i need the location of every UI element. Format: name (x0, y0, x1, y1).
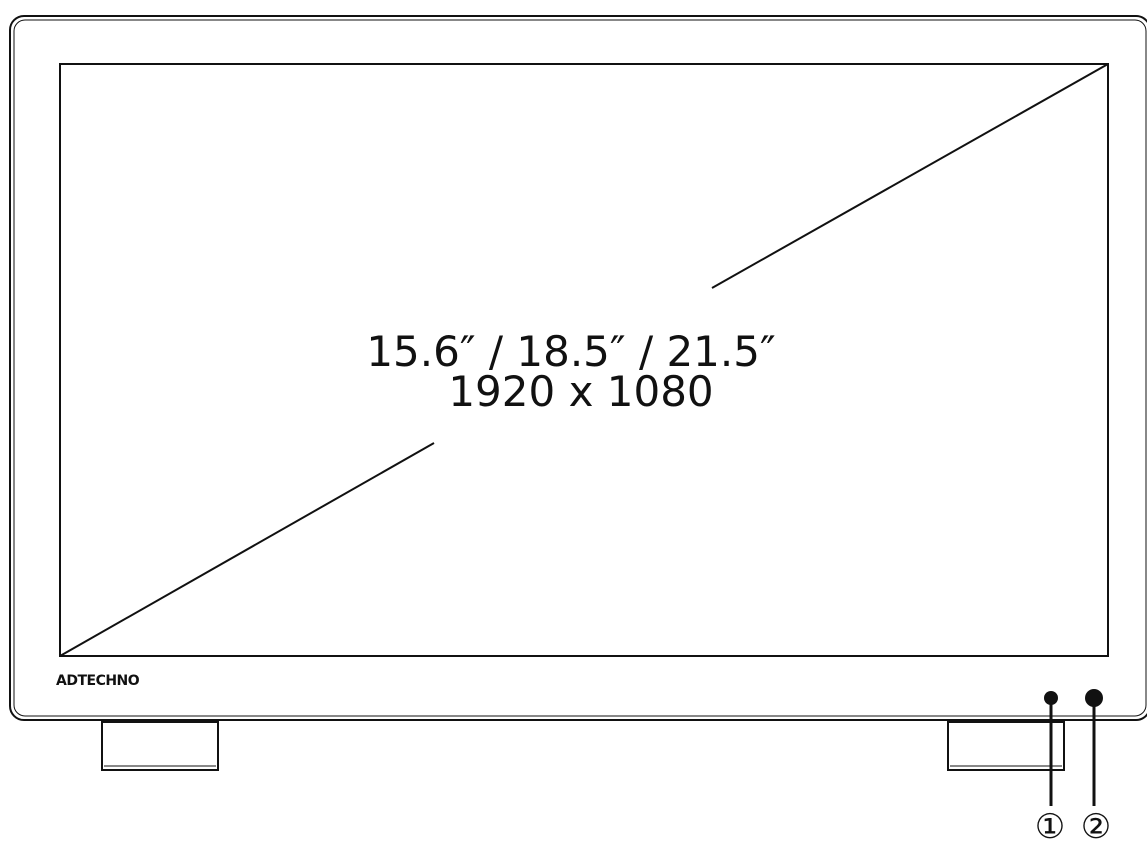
callout-1-label: ① (1035, 807, 1065, 844)
screen-sizes-label: 15.6″ / 18.5″ / 21.5″ (366, 327, 775, 376)
monitor-bezel (9, 15, 1147, 721)
monitor-bezel-inner-edge (13, 19, 1147, 717)
screen-resolution-label: 1920 x 1080 (448, 367, 713, 416)
display-area (59, 63, 1109, 657)
left-foot (101, 721, 219, 771)
callout-2-label: ② (1081, 807, 1111, 844)
diagonal-line-lower (59, 442, 435, 657)
brand-logo: ADTECHNO (56, 673, 140, 689)
right-foot (947, 721, 1065, 771)
diagonal-line-upper (711, 63, 1109, 289)
